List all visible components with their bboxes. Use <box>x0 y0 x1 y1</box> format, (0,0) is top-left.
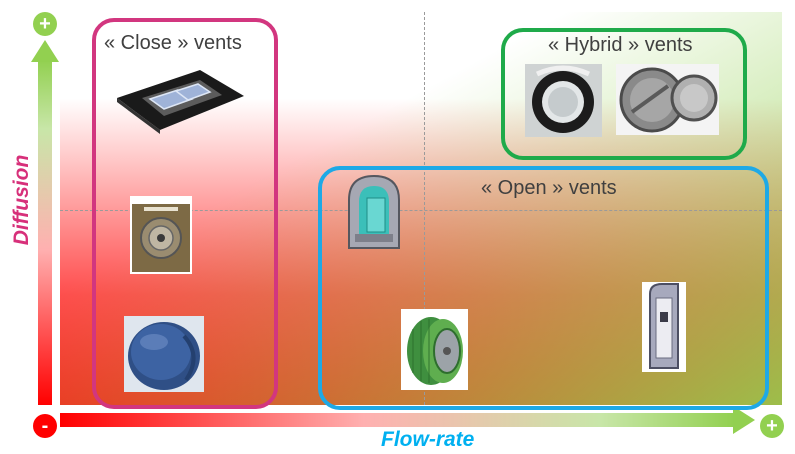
hybrid-vent-membrane-ring-image <box>525 64 602 137</box>
vertical-divider <box>424 12 425 405</box>
open-vents-label: « Open » vents <box>481 177 617 199</box>
open-vent-cutaway-image <box>348 174 400 249</box>
close-vents-label: « Close » vents <box>104 32 242 54</box>
origin-minus-badge: - <box>33 414 57 438</box>
diffusion-axis-title: Diffusion <box>10 154 33 246</box>
horizontal-divider <box>60 210 782 211</box>
close-vent-blue-cap-image <box>124 316 204 392</box>
hybrid-vents-label: « Hybrid » vents <box>548 34 693 56</box>
diffusion-axis-arrow <box>38 60 52 405</box>
open-vents-group <box>318 166 769 410</box>
close-vents-group <box>92 18 278 409</box>
diffusion-plus-badge: + <box>33 12 57 36</box>
flowrate-axis-arrowhead <box>733 406 755 434</box>
flowrate-axis-arrow <box>60 413 735 427</box>
hybrid-vent-grey-caps-image <box>616 64 719 135</box>
diffusion-axis-arrowhead <box>31 40 59 62</box>
close-vent-membrane-chip-image <box>117 70 244 134</box>
close-vent-square-membrane-image <box>130 196 192 274</box>
open-vent-green-mesh-image <box>401 309 468 390</box>
open-vent-tall-housing-image <box>642 282 686 372</box>
hybrid-vents-group <box>501 28 747 160</box>
flowrate-axis-title: Flow-rate <box>381 428 475 451</box>
flowrate-plus-badge: + <box>760 414 784 438</box>
